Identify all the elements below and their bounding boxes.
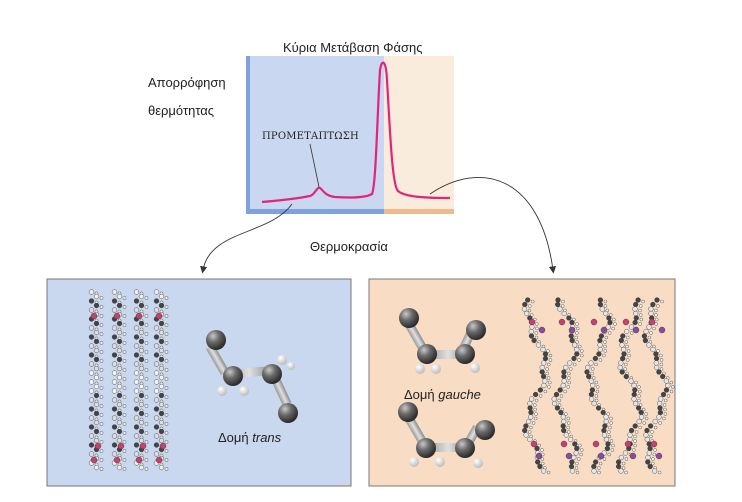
- x-axis-label: Θερμοκρασία: [310, 239, 388, 254]
- gauche-label-prefix: Δομή: [404, 387, 439, 402]
- plot-left-region: [248, 56, 384, 210]
- pretransition-label: ΠΡΟΜΕΤΑΠΤΩΣΗ: [262, 131, 359, 142]
- gauche-label-word: gauche: [438, 387, 481, 402]
- trans-label-word: trans: [252, 430, 282, 445]
- gauche-lipid-chains: [521, 297, 675, 475]
- gauche-molecule-model-bottom: [398, 402, 495, 468]
- arrow-to-gel-phase: [200, 203, 293, 274]
- heat-absorption-curve: [261, 61, 451, 204]
- pretransition-pointer: [309, 143, 320, 188]
- gauche-structure-label: Δομή gauche: [404, 387, 481, 402]
- x-axis-bar-right: [384, 209, 454, 214]
- y-axis-label-line2: θερμότητας: [148, 103, 215, 118]
- plot-right-region: [384, 56, 454, 210]
- trans-lipid-chains: [88, 289, 169, 471]
- trans-label-prefix: Δομή: [218, 430, 253, 445]
- gauche-molecule-model-top: [399, 308, 486, 374]
- arrow-to-fluid-phase: [429, 177, 557, 274]
- trans-structure-label: Δομή trans: [218, 430, 281, 445]
- dsc-plot: [246, 56, 454, 214]
- y-axis-label-line1: Απορρόφηση: [148, 75, 226, 90]
- y-axis-bar: [246, 56, 250, 214]
- chart-title: Κύρια Μετάβαση Φάσης: [283, 40, 423, 55]
- x-axis-bar-left: [246, 209, 384, 214]
- trans-molecule-model: [206, 330, 298, 423]
